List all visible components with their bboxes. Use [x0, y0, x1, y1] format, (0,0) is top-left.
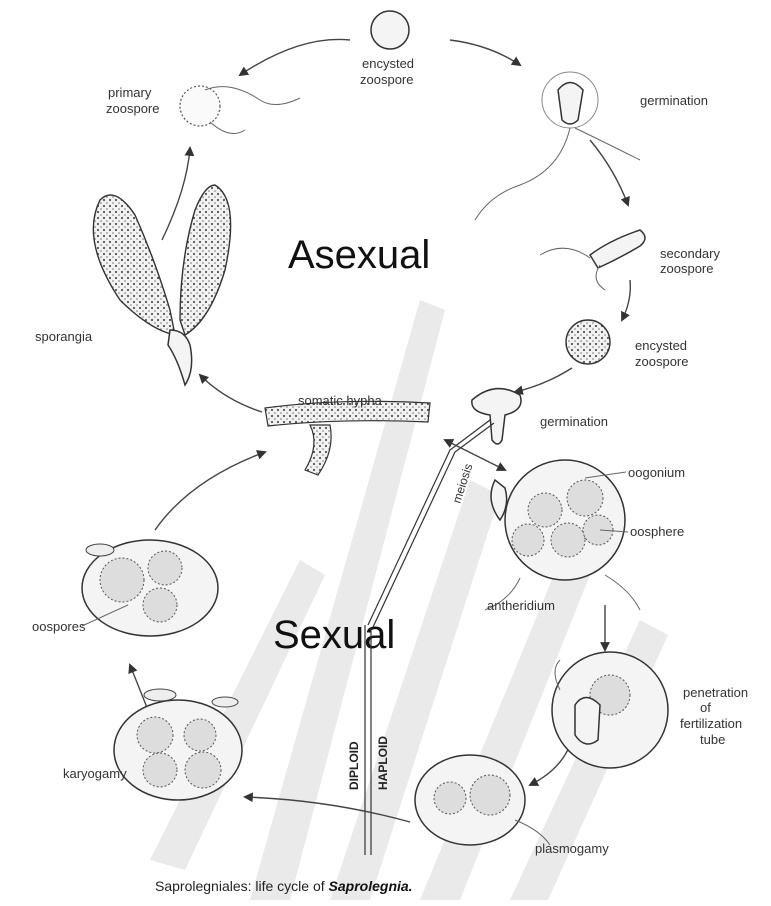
label-somatic-hypha: somatic hypha	[298, 393, 383, 408]
secondary-zoospore	[540, 230, 645, 290]
label-secondary-zoospore-1: secondary	[660, 246, 720, 261]
primary-zoospore	[180, 86, 300, 134]
label-primary-zoospore-1: primary	[108, 85, 152, 100]
oospores	[82, 540, 218, 636]
encysted-zoospore-top	[371, 11, 409, 49]
label-penetration-1: penetration	[683, 685, 748, 700]
label-primary-zoospore-2: zoospore	[106, 101, 159, 116]
caption-prefix: Saprolegniales: life cycle of	[155, 878, 329, 894]
label-germination-mid: germination	[540, 414, 608, 429]
label-karyogamy: karyogamy	[63, 766, 127, 781]
label-haploid: HAPLOID	[376, 736, 390, 790]
watermark	[150, 300, 668, 900]
plasmogamy	[415, 755, 550, 845]
label-encysted-zoospore-right-2: zoospore	[635, 354, 688, 369]
label-encysted-zoospore-top-1: encysted	[362, 56, 414, 71]
phase-title-asexual: Asexual	[288, 233, 430, 277]
germinating-cyst-mid	[472, 389, 521, 444]
label-germination-top: germination	[640, 93, 708, 108]
label-antheridium: antheridium	[487, 598, 555, 613]
label-penetration-4: tube	[700, 732, 725, 747]
karyogamy	[114, 689, 242, 800]
label-plasmogamy: plasmogamy	[535, 841, 609, 856]
sporangia	[93, 185, 230, 385]
label-encysted-zoospore-top-2: zoospore	[360, 72, 413, 87]
label-oosphere: oosphere	[630, 524, 684, 539]
label-diploid: DIPLOID	[347, 741, 361, 790]
encysted-zoospore-right	[566, 320, 610, 364]
label-oogonium: oogonium	[628, 465, 685, 480]
label-penetration-3: fertilization	[680, 716, 742, 731]
label-oospores: oospores	[32, 619, 86, 634]
label-penetration-2: of	[700, 700, 711, 715]
label-secondary-zoospore-2: zoospore	[660, 261, 713, 276]
label-encysted-zoospore-right-1: encysted	[635, 338, 687, 353]
caption-species: Saprolegnia.	[329, 878, 413, 894]
germinating-zoospore-top	[475, 72, 640, 220]
label-sporangia: sporangia	[35, 329, 93, 344]
figure-caption: Saprolegniales: life cycle of Saprolegni…	[155, 878, 413, 894]
fertilization-tube-penetration	[552, 652, 668, 768]
